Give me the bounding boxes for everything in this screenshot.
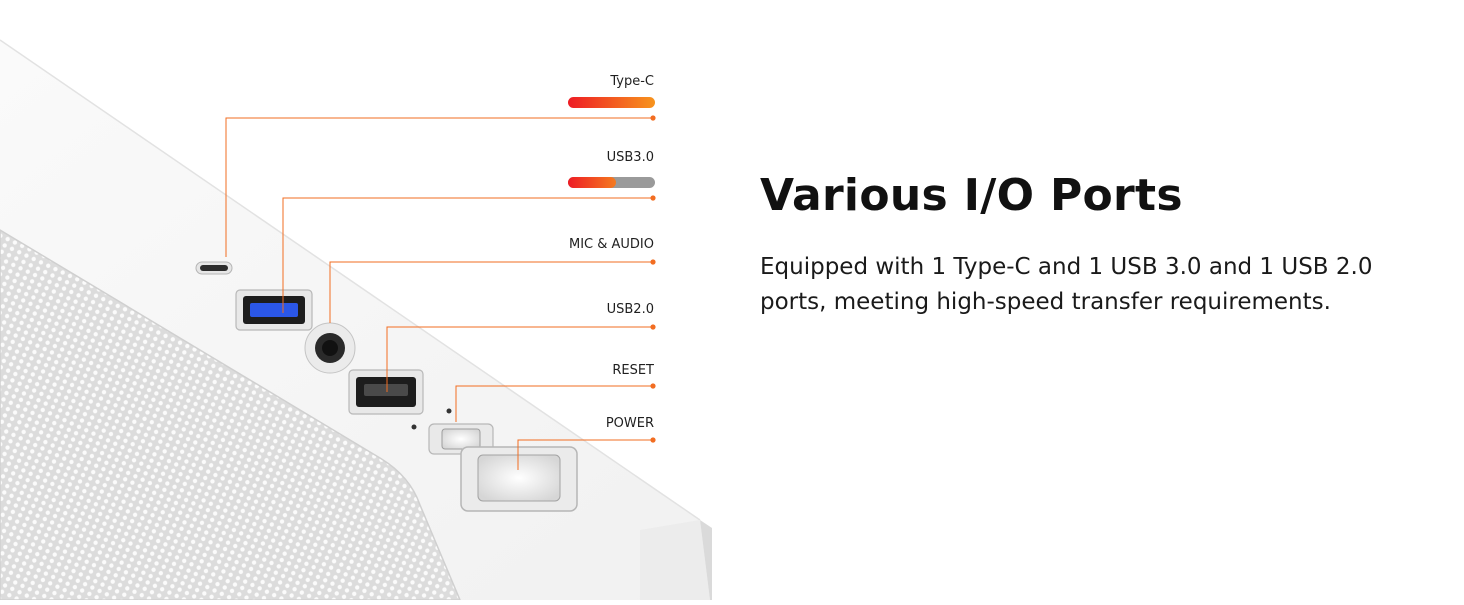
callout-lines xyxy=(225,117,653,470)
type-c-speed-bar xyxy=(568,97,655,108)
usb2-port-icon xyxy=(348,369,424,415)
case-front-edge xyxy=(640,520,710,600)
led-indicator xyxy=(411,424,417,430)
usb-c-port-icon xyxy=(195,261,233,275)
label-usb3: USB3.0 xyxy=(606,150,654,165)
audio-jack-icon xyxy=(304,322,356,374)
label-type-c: Type-C xyxy=(610,74,654,89)
usb3-port-icon xyxy=(235,289,313,331)
pc-case-illustration: Type-C USB3.0 MIC & AUDIO USB2.0 RESET P… xyxy=(0,0,720,601)
mesh-panel xyxy=(0,229,462,601)
section-heading: Various I/O Ports xyxy=(760,170,1183,221)
power-button-icon xyxy=(460,446,578,512)
usb3-speed-bar-fill xyxy=(568,177,616,188)
label-reset: RESET xyxy=(612,363,654,378)
case-svg xyxy=(0,39,712,601)
callout-dots xyxy=(650,115,656,443)
label-power: POWER xyxy=(605,416,654,431)
led-indicator xyxy=(446,408,452,414)
section-description: Equipped with 1 Type-C and 1 USB 3.0 and… xyxy=(760,254,1373,315)
label-usb2: USB2.0 xyxy=(606,302,654,317)
label-mic-audio: MIC & AUDIO xyxy=(568,237,654,252)
